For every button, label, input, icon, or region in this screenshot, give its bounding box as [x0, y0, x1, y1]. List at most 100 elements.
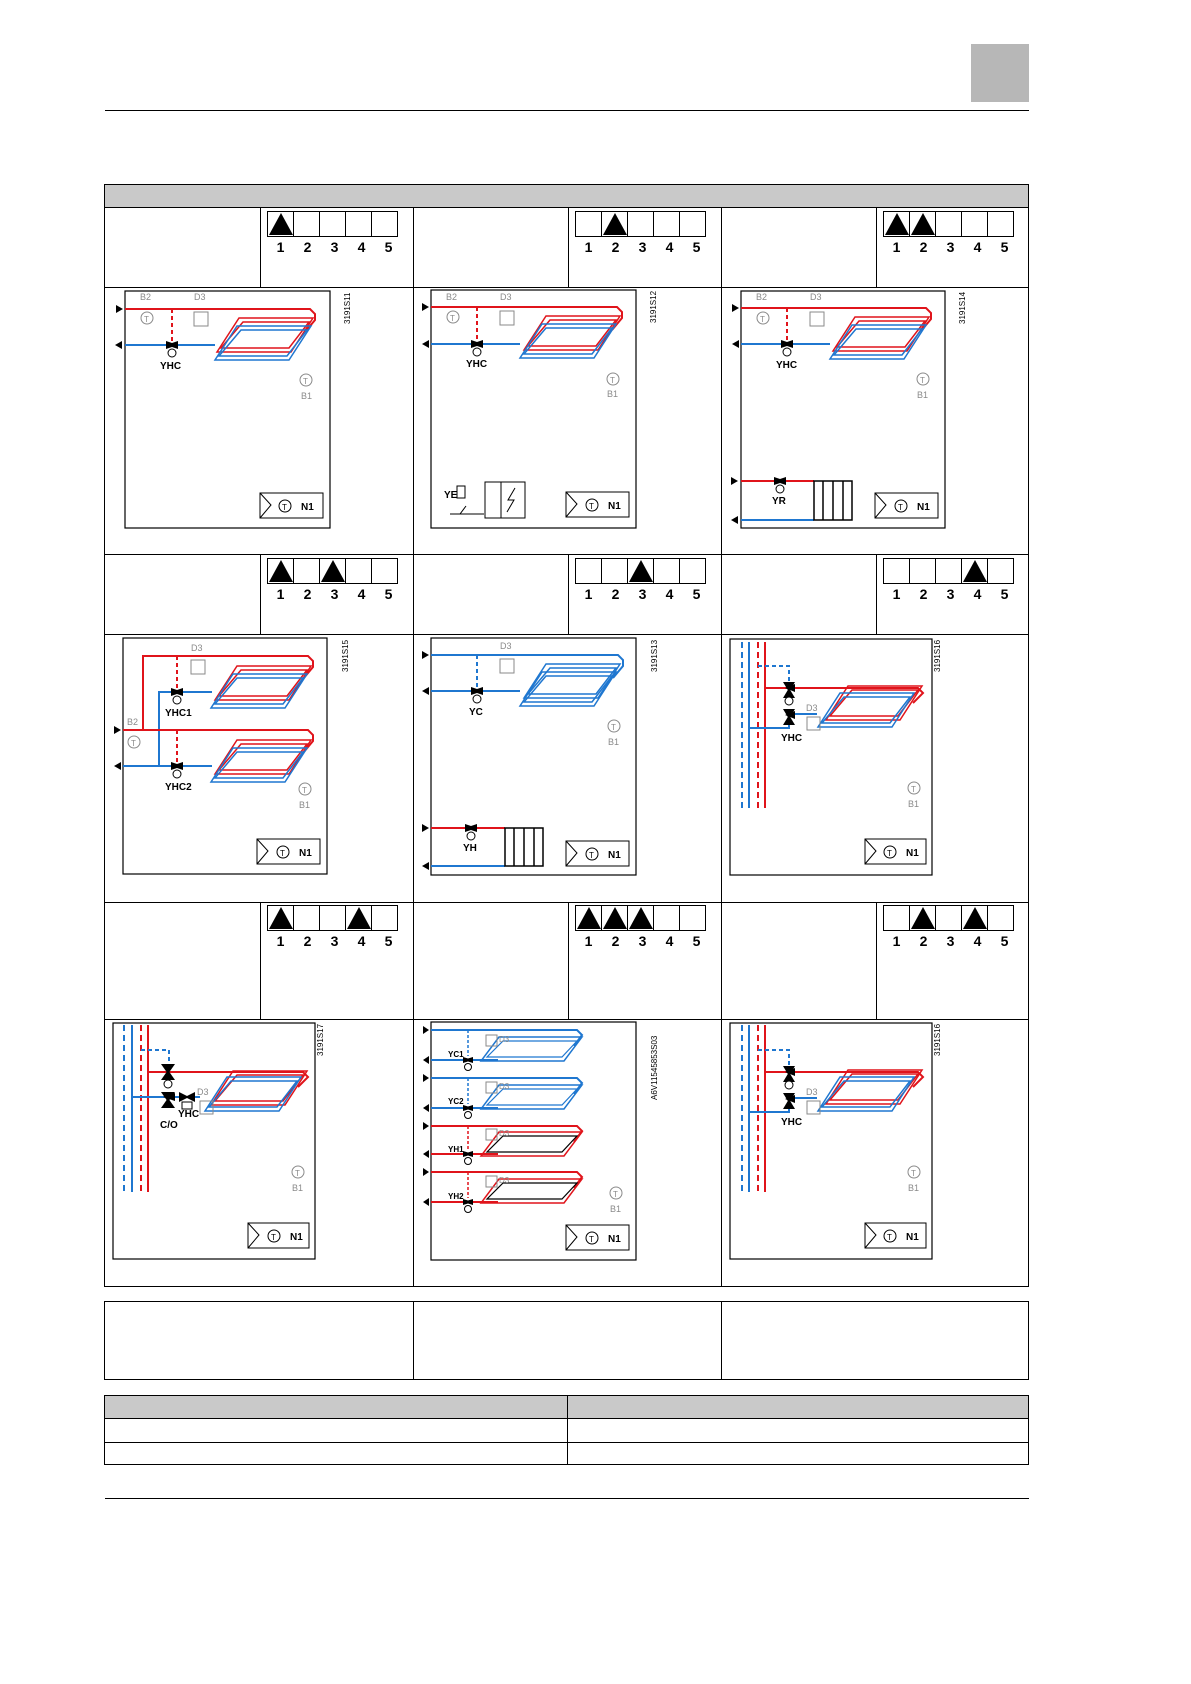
supply-pipe	[142, 655, 314, 730]
svg-text:T: T	[760, 315, 765, 324]
indicator-number: 5	[692, 933, 701, 949]
controller-box	[874, 492, 939, 519]
indicator-cell	[935, 905, 962, 931]
drawing-id: A6V11545853S03	[650, 1035, 659, 1100]
dew-sensor-label: D3	[806, 1087, 818, 1097]
triangle-marker-icon	[963, 560, 987, 582]
indicator-number: 5	[384, 933, 393, 949]
indicator-number: 4	[665, 933, 674, 949]
indicator-cell	[935, 558, 962, 584]
controller-label: N1	[917, 502, 930, 513]
controller-label: N1	[906, 1232, 919, 1243]
indicator-cell	[319, 558, 346, 584]
indicator-cell	[627, 558, 654, 584]
svg-text:T: T	[303, 377, 308, 386]
controller-icon	[278, 499, 292, 513]
panel-frame	[740, 290, 946, 529]
controller-label: N1	[608, 501, 621, 512]
triangle-marker-icon	[577, 907, 601, 929]
room-sensor-label: B1	[908, 799, 919, 809]
indicator-cell	[627, 211, 654, 237]
room-sensor-icon	[907, 781, 921, 795]
indicator-number: 2	[611, 239, 620, 255]
indicator-cell	[909, 905, 936, 931]
controller-icon	[585, 1231, 599, 1245]
indicator-cell	[935, 211, 962, 237]
column-divider	[721, 208, 722, 1287]
dewpoint-icon	[806, 1100, 821, 1115]
svg-text:T: T	[898, 503, 903, 512]
indicator-cell	[653, 211, 680, 237]
indicator-cell	[601, 211, 628, 237]
controller-label: N1	[301, 502, 314, 513]
triangle-marker-icon	[347, 907, 371, 929]
cell-divider	[260, 208, 261, 287]
indicator-cell	[319, 905, 346, 931]
room-sensor-icon	[291, 1165, 305, 1179]
svg-text:T: T	[887, 849, 892, 858]
return-pipe	[158, 691, 212, 766]
triangle-marker-icon	[911, 213, 935, 235]
room-sensor-icon	[609, 1186, 623, 1200]
room-sensor-icon	[298, 782, 312, 796]
dewpoint-icon	[485, 1034, 498, 1047]
diagram-panel-9: 3191S16 YHC D3 T B1 T N1	[729, 1022, 942, 1260]
indicator-number: 5	[1000, 239, 1009, 255]
room-sensor-icon	[907, 1165, 921, 1179]
valve-label: YHC2	[165, 782, 192, 793]
indicator-number: 3	[330, 586, 339, 602]
indicator-number: 4	[665, 586, 674, 602]
triangle-marker-icon	[269, 907, 293, 929]
valve-label: YHC	[178, 1109, 199, 1120]
indicator-number: 5	[692, 239, 701, 255]
dewpoint-icon	[806, 716, 821, 731]
dewpoint-icon	[199, 1100, 214, 1115]
return-arrow-icon	[731, 516, 738, 524]
controller-box	[864, 1222, 927, 1249]
dewpoint-icon	[499, 310, 515, 326]
valve-label: YH1	[448, 1145, 464, 1154]
indicator-cell	[961, 211, 988, 237]
cell-divider	[568, 208, 569, 287]
indicator-cell	[653, 905, 680, 931]
dew-sensor-label: D3	[810, 292, 822, 302]
flow-arrow-icon	[114, 726, 121, 734]
indicator-cell	[293, 211, 320, 237]
svg-text:D3: D3	[499, 1035, 510, 1044]
svg-text:T: T	[911, 1169, 916, 1178]
indicator-cell	[293, 905, 320, 931]
row-divider	[105, 554, 1028, 555]
controller-icon	[276, 845, 290, 859]
room-sensor-label: B1	[917, 390, 928, 400]
indicator-number: 2	[303, 239, 312, 255]
drawing-id: 3191S11	[343, 292, 352, 324]
diagram-panel-1: 3191S11 YHC B2 T D3 T B1 T N1	[115, 290, 352, 529]
flow-arrow-icon	[422, 824, 429, 832]
indicator-cell	[371, 211, 398, 237]
grid-header-bar	[105, 185, 1028, 208]
drawing-id: 3191S16	[933, 1023, 942, 1056]
dew-sensor-label: D3	[806, 703, 818, 713]
cell-divider	[876, 902, 877, 1019]
panel-frame	[122, 637, 328, 875]
controller-label: N1	[608, 1234, 621, 1245]
column-divider	[567, 1396, 568, 1464]
triangle-marker-icon	[321, 560, 345, 582]
flow-arrow-icon	[731, 477, 738, 485]
indicator-number: 1	[276, 239, 285, 255]
room-sensor-label: B1	[908, 1183, 919, 1193]
drawing-id: 3191S14	[958, 291, 967, 324]
indicator-cell	[319, 211, 346, 237]
dew-sensor-label: D3	[500, 641, 512, 651]
dew-sensor-label: D3	[197, 1087, 209, 1097]
svg-text:T: T	[144, 315, 149, 324]
controller-icon	[883, 845, 897, 859]
indicator-number: 2	[919, 586, 928, 602]
temp-sensor-icon	[756, 311, 770, 325]
triangle-marker-icon	[963, 907, 987, 929]
panel-frame	[430, 1021, 637, 1261]
controller-box	[864, 838, 927, 865]
controller-icon	[894, 499, 908, 513]
